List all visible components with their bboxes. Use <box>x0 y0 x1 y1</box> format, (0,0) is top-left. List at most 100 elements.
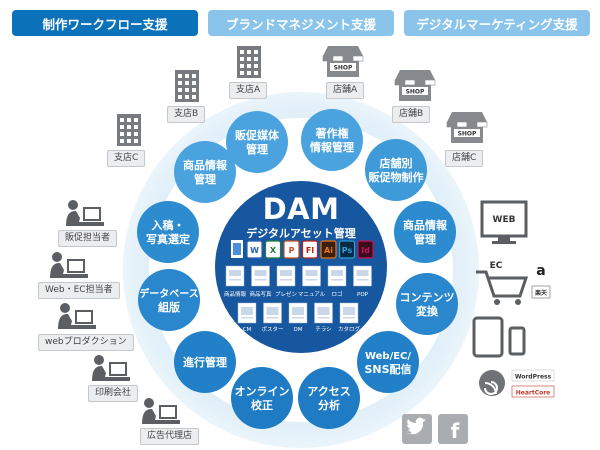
doc-thumbnail-label: 商品写真 <box>249 290 272 298</box>
wordpress-logo-box <box>511 369 555 382</box>
worker-head <box>52 252 62 262</box>
building-window <box>240 50 244 54</box>
doc-thumbnail: CM <box>237 302 257 333</box>
doc-thumbnail: ロゴ <box>327 265 347 298</box>
doc-thumbnail: プレゼン <box>275 265 297 298</box>
building-window <box>240 71 244 75</box>
shop-sign <box>330 63 356 71</box>
doc-thumbnail-label: 商品情報 <box>224 290 247 298</box>
doc-thumbnail-label: ポスター <box>261 325 283 333</box>
service-bubble-label: 情報管理 <box>310 140 354 154</box>
building-window <box>178 95 182 99</box>
app-icon-letter: P <box>289 246 295 255</box>
doc-thumbnail-image <box>280 270 292 276</box>
phone-outline <box>508 326 526 356</box>
store-caption-b: 店舗B <box>392 106 431 123</box>
facebook-icon-box <box>438 414 468 444</box>
dam-title: DAM <box>262 192 340 226</box>
web-monitor-base <box>492 241 516 244</box>
service-bubble-label: 販促物制作 <box>369 170 424 184</box>
service-bubble-label: 商品情報 <box>403 218 448 232</box>
building-window <box>247 50 251 54</box>
service-bubble-label: 管理 <box>194 172 216 186</box>
building-window <box>192 88 196 92</box>
service-bubble: Web/EC/SNS配信 <box>357 331 419 393</box>
service-bubble-circle <box>137 201 199 263</box>
building-window <box>247 64 251 68</box>
doc-thumbnail-label: マニュアル <box>298 291 326 298</box>
building-window <box>254 50 258 54</box>
doc-thumbnail-line <box>343 317 355 319</box>
building-window <box>185 95 189 99</box>
app-icon-box <box>264 240 282 259</box>
doc-thumbnail-label: CM <box>243 327 252 333</box>
doc-thumbnail-line <box>292 317 304 319</box>
worker-icon <box>50 252 88 278</box>
shop-awning <box>447 112 487 122</box>
app-icon-box <box>320 240 337 259</box>
heartcore-logo: HeartCore <box>511 385 555 398</box>
rakuten-logo-box <box>531 285 551 299</box>
doc-thumbnail-line <box>280 279 292 281</box>
worker-head <box>144 398 154 408</box>
doc-thumbnail: DM <box>288 302 308 333</box>
service-bubble-label: 管理 <box>246 142 268 156</box>
shop-awning-stripe <box>476 121 488 128</box>
doc-thumbnail: POP <box>353 265 372 298</box>
cart-wheel <box>515 299 521 305</box>
shop-sign-text: SHOP <box>334 65 353 72</box>
service-bubble-label: SNS配信 <box>364 362 411 376</box>
finder-icon-face <box>233 243 241 255</box>
heartcore-logo-box <box>511 385 555 398</box>
building-window <box>178 81 182 85</box>
branch-caption-a: 支店A <box>229 82 268 99</box>
service-bubble-label: 分析 <box>318 398 340 412</box>
doc-thumbnail-image <box>292 307 304 315</box>
shop-icon: SHOP <box>322 46 364 77</box>
tablet-phone-icon <box>472 316 526 358</box>
doc-thumbnail-label: カタログ <box>338 325 361 333</box>
service-bubble-label: 校正 <box>251 398 273 412</box>
building-window <box>120 118 124 122</box>
facebook-letter: f <box>451 419 460 443</box>
app-icon: Fl <box>301 240 319 259</box>
worker-desk <box>102 377 130 381</box>
worker-desk <box>68 325 96 329</box>
doc-thumbnail-image <box>317 307 330 315</box>
building-window <box>254 57 258 61</box>
twitter-icon <box>402 414 432 444</box>
service-bubble-label: 著作権 <box>316 126 349 140</box>
app-icon-letter: Id <box>361 246 370 255</box>
building-icon <box>175 70 199 102</box>
twitter-bird <box>406 417 426 435</box>
store-caption-a: 店舗A <box>326 82 365 99</box>
worker-laptop-screen <box>83 207 101 221</box>
service-bubble-circle <box>298 367 360 429</box>
worker-icon <box>58 303 96 329</box>
app-icon-box <box>283 240 300 259</box>
doc-thumbnail-image <box>356 270 369 276</box>
worker-icon <box>142 398 180 424</box>
shop-sign-text: SHOP <box>458 131 477 138</box>
worker-laptop-screen <box>75 310 93 324</box>
service-bubble-circle <box>231 367 293 429</box>
doc-thumbnail-line <box>241 317 253 319</box>
worker-laptop-screen <box>159 405 177 419</box>
shop-awning-stripe <box>342 55 354 62</box>
service-bubble-label: 変換 <box>416 304 439 318</box>
building-window <box>134 132 138 136</box>
worker-caption-web-ec: Web・EC担当者 <box>38 282 120 299</box>
doc-thumbnail-line <box>356 279 369 281</box>
rakuten-logo: 楽天 <box>534 289 547 297</box>
service-bubble: 入稿・写真選定 <box>137 201 199 263</box>
shop-awning-stripe <box>404 79 416 86</box>
service-bubble-label: 入稿・ <box>152 218 185 232</box>
doc-thumbnail-line <box>266 317 279 319</box>
